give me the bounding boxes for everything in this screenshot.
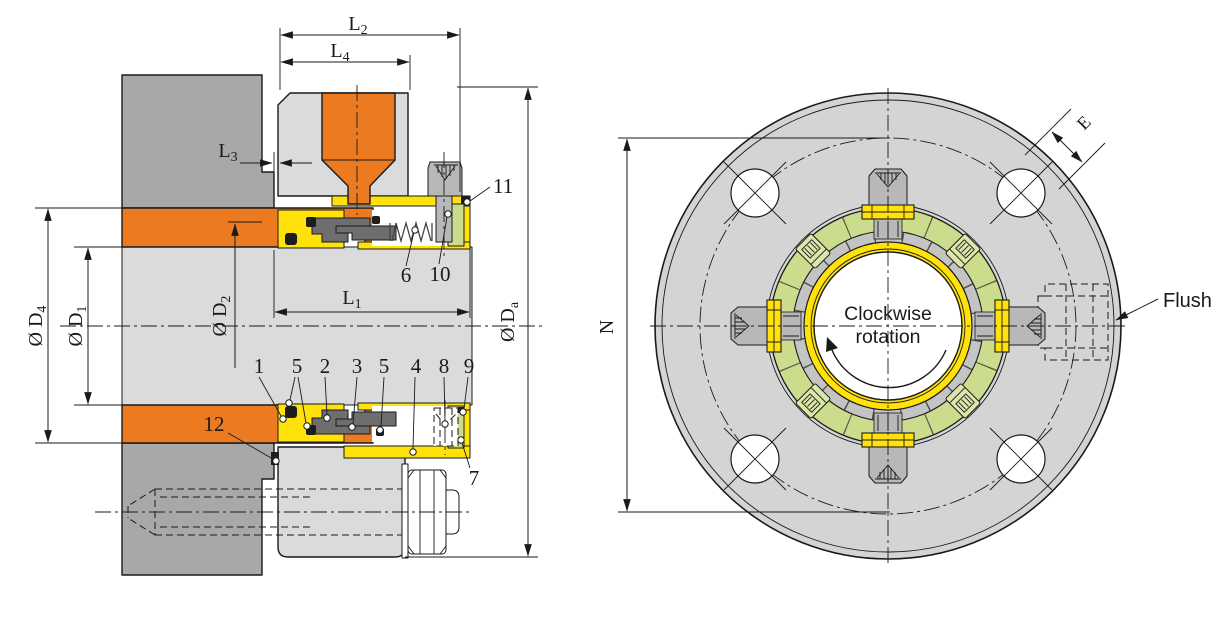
callout-5b: 5 (379, 354, 390, 378)
rotation-arrow-arc (831, 349, 947, 389)
dim-label-l1: L1 (342, 287, 361, 312)
callout-10: 10 (430, 262, 451, 286)
gland-screw (427, 152, 463, 256)
rotation-label-line2: rotation (855, 326, 920, 348)
flush-port-funnel (321, 92, 396, 205)
gland-frame-bot-strip (343, 445, 471, 459)
dimension-lines (44, 31, 532, 557)
dim-label-l4: L4 (330, 40, 349, 65)
callout-4: 4 (411, 354, 422, 378)
gland-plate-bottom (277, 446, 406, 558)
bolt-hole (723, 161, 787, 225)
housing-bottom (121, 442, 275, 576)
flush-port-hidden (1037, 283, 1109, 361)
callout-7: 7 (469, 466, 480, 490)
flush-callout: Flush (1115, 290, 1212, 321)
seal-ring-stationary-top (335, 225, 397, 241)
o-ring-top-1 (285, 233, 297, 245)
callout-6: 6 (401, 263, 412, 287)
callout-11: 11 (493, 174, 513, 198)
dim-label-d1: Ø D1 (65, 306, 90, 347)
bolt-hole (989, 427, 1053, 491)
callout-numbers: 1 5 2 3 5 4 8 9 6 10 11 12 7 (204, 174, 514, 490)
o-ring-top-2 (306, 217, 316, 227)
callout-8: 8 (439, 354, 450, 378)
dim-label-l2: L2 (348, 13, 367, 38)
crosshair-centerlines (650, 88, 1128, 564)
callout-3: 3 (352, 354, 363, 378)
callout-5a: 5 (292, 354, 303, 378)
bolt-hole (989, 161, 1053, 225)
gland-bolt (95, 463, 470, 559)
section-view: L2 L4 L3 L1 Ø D4 Ø D1 Ø D2 Ø Da 1 5 2 3 … (25, 13, 545, 576)
callout-leaders (227, 186, 491, 469)
dim-label-d4: Ø D4 (25, 306, 50, 347)
dim-label-n: N (596, 320, 618, 334)
o-ring-top-3 (372, 216, 380, 224)
front-view: Clockwise rotation N E Flush (596, 88, 1212, 564)
spring (389, 220, 433, 244)
callout-1: 1 (254, 354, 265, 378)
callout-2: 2 (320, 354, 331, 378)
dim-label-e: E (1073, 112, 1095, 134)
callout-9: 9 (464, 354, 475, 378)
flush-label: Flush (1163, 290, 1212, 312)
housing-top (121, 74, 275, 209)
rotation-label-line1: Clockwise (844, 303, 932, 325)
dim-label-l3: L3 (218, 140, 237, 165)
dim-label-d2: Ø D2 (209, 296, 234, 337)
dim-label-da: Ø Da (497, 301, 522, 342)
rotation-arrowhead (826, 337, 838, 352)
callout-12: 12 (204, 412, 225, 436)
o-ring-bot-1 (285, 406, 297, 418)
bolt-hole (723, 427, 787, 491)
dim-n: N (596, 137, 890, 513)
extension-lines (35, 28, 538, 558)
